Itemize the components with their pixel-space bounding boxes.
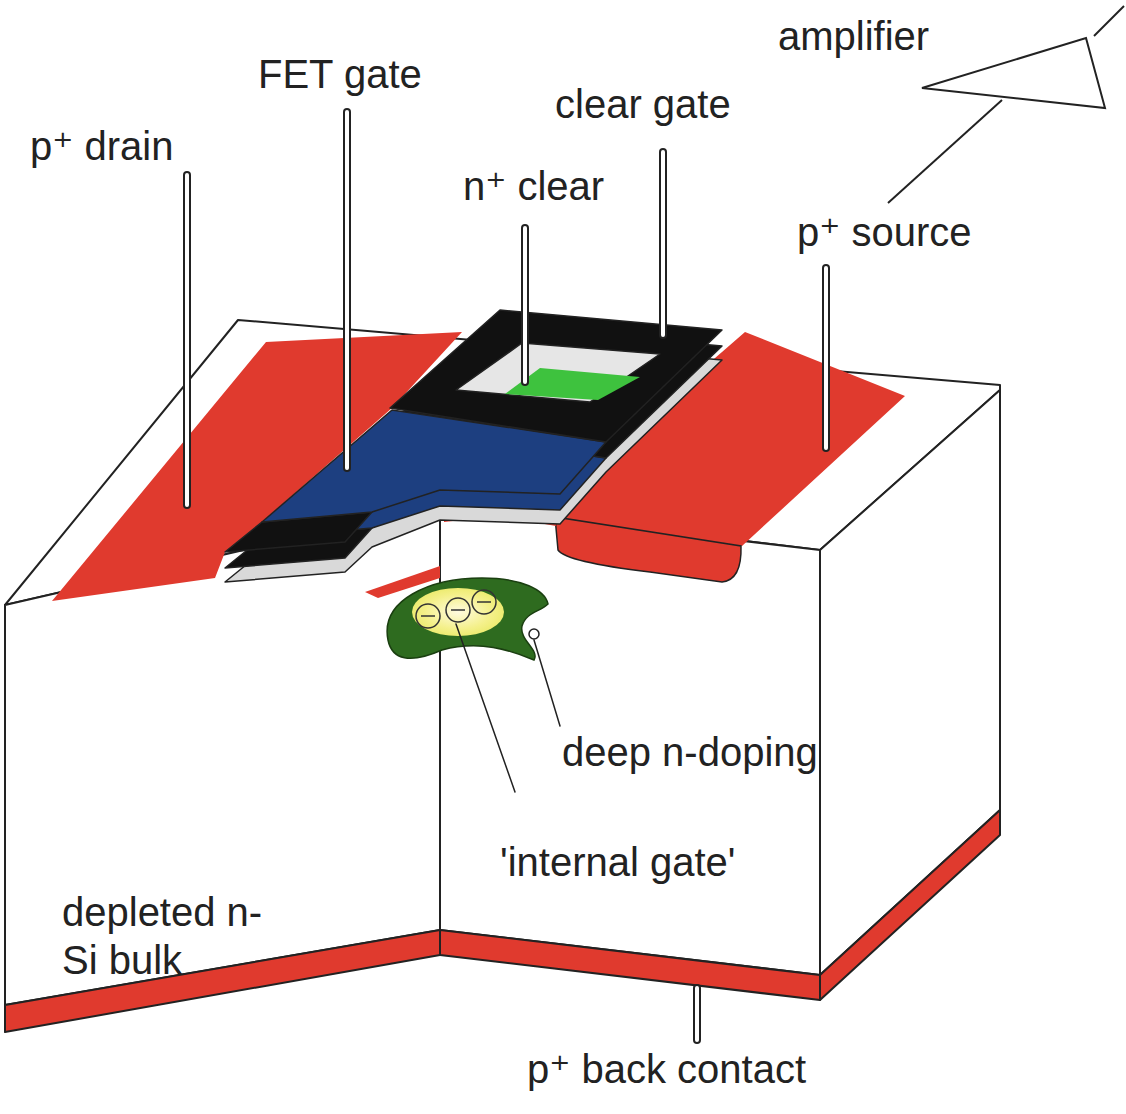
part-label: p⁺ source [797,208,972,256]
clear-gate [390,310,722,442]
part-label: clear gate [555,80,731,128]
part-label: 'internal gate' [500,838,735,886]
part-label: p⁺ drain [30,122,173,170]
part-label: depleted n-Si bulk [62,888,282,984]
back-contact [820,810,1000,1000]
part-label: deep n-doping [562,728,818,776]
internal-gate [387,578,548,660]
bulk-front-notch [440,505,820,975]
clear-gate-opening [456,343,660,402]
back-contact [440,930,820,1000]
part-label: n⁺ clear [463,162,604,210]
bulk-side-right [820,390,1000,975]
part-label: p⁺ back contact [527,1045,806,1093]
part-label: amplifier [778,12,929,60]
source-implant [555,517,741,582]
part-label: FET gate [258,50,422,98]
